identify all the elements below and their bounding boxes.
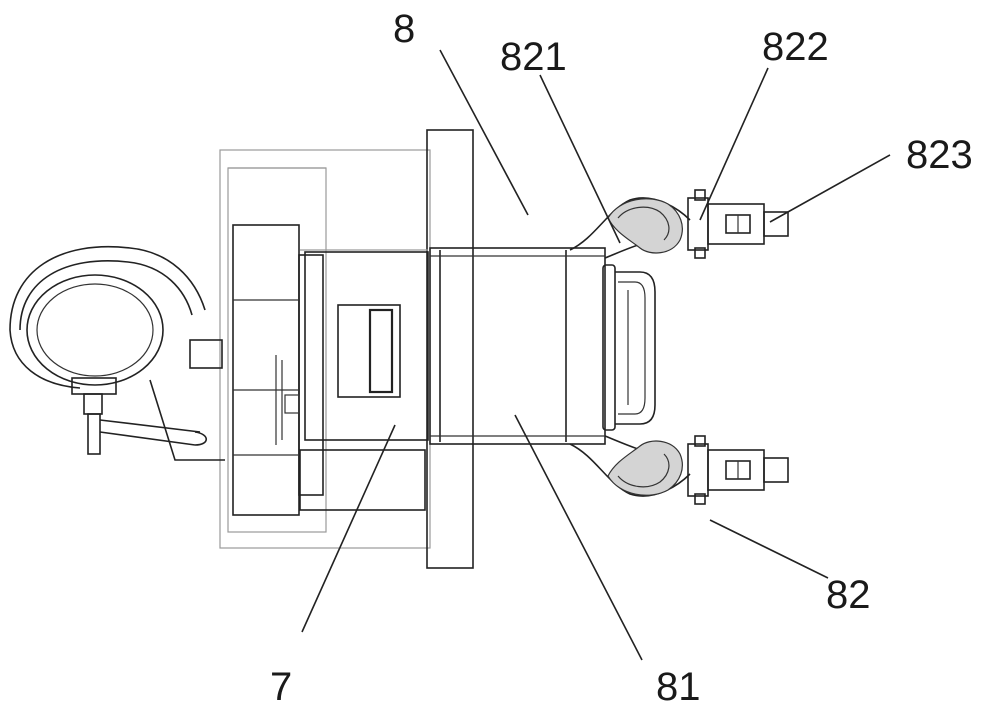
leader-82: [709, 519, 829, 579]
mounting-plate: [426, 129, 474, 569]
label-823: 823: [906, 133, 973, 177]
base-frame: [219, 149, 431, 549]
component-7-block: [299, 249, 429, 511]
label-7: 7: [270, 665, 292, 709]
leader-821: [539, 74, 621, 244]
component-82-gripper: [569, 189, 789, 505]
component-81-cylinder: [429, 247, 606, 445]
leader-7: [301, 424, 396, 633]
leader-823: [769, 154, 891, 223]
leader-lines: [301, 49, 891, 661]
wheel-disc: [232, 224, 324, 516]
label-81: 81: [656, 665, 701, 709]
label-822: 822: [762, 25, 829, 69]
label-82: 82: [826, 573, 871, 617]
label-8: 8: [393, 7, 415, 51]
leader-822: [699, 67, 769, 221]
leader-8: [439, 49, 529, 216]
left-clamp: [9, 246, 225, 461]
reference-labels: 8 821 822 823 7 81 82: [270, 7, 973, 709]
label-821: 821: [500, 35, 567, 79]
leader-81: [514, 414, 643, 661]
